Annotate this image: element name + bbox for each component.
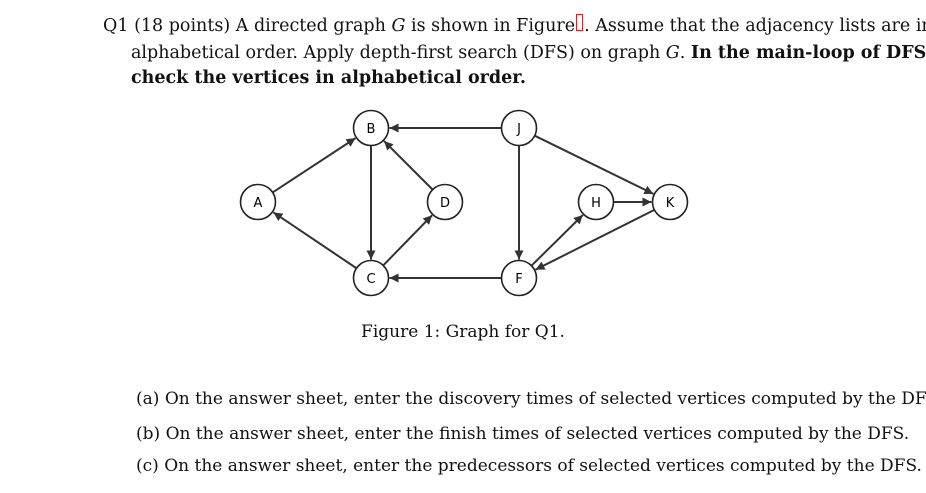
node-a: A [239, 183, 277, 221]
directed-graph-figure: A B C D F H J K [239, 109, 689, 297]
node-h: H [577, 183, 615, 221]
node-label: C [366, 272, 375, 287]
node-label: A [254, 196, 263, 211]
node-circle [651, 183, 689, 221]
node-label: K [666, 196, 675, 211]
node-f: F [500, 259, 538, 297]
node-b: B [352, 109, 390, 147]
node-label: H [591, 196, 601, 211]
node-label: F [515, 272, 522, 287]
question-line-1: Q1 (18 points) A directed graph G is sho… [103, 13, 926, 40]
part-c-text: On the answer sheet, enter the predecess… [164, 456, 922, 476]
node-c: C [352, 259, 390, 297]
question-line-2: alphabetical order. Apply depth-first se… [131, 40, 926, 67]
part-c: (c) On the answer sheet, enter the prede… [136, 456, 922, 476]
figure-caption: Figure 1: Graph for Q1. [361, 322, 565, 342]
part-b-text: On the answer sheet, enter the finish ti… [165, 424, 910, 444]
edge-c-to-a [272, 211, 358, 270]
node-label: D [440, 196, 450, 211]
part-b: (b) On the answer sheet, enter the finis… [136, 424, 909, 444]
edge-k-to-f [535, 208, 655, 271]
node-j: J [500, 109, 538, 147]
question-points: (18 points) [134, 16, 231, 36]
graph-variable-2: G [665, 43, 680, 63]
question-text-1b: is shown in Figure [405, 16, 576, 36]
node-label: B [367, 122, 376, 137]
edge-d-to-b [383, 140, 434, 191]
part-a: (a) On the answer sheet, enter the disco… [136, 389, 926, 409]
question-number: Q1 [103, 16, 129, 36]
edge-c-to-d [382, 214, 433, 267]
question-emphasis-2: check the vertices in alphabetical order… [131, 68, 526, 88]
node-d: D [426, 183, 464, 221]
node-circle [352, 109, 390, 147]
node-circle [500, 259, 538, 297]
node-circle [426, 183, 464, 221]
node-circle [352, 259, 390, 297]
question-text-2a: alphabetical order. Apply depth-first se… [131, 43, 666, 63]
node-circle [577, 183, 615, 221]
edge-f-to-h [530, 214, 584, 267]
part-b-label: (b) [136, 424, 161, 444]
question-text-2b: . [679, 43, 691, 63]
node-label: J [516, 122, 521, 137]
part-a-text: On the answer sheet, enter the discovery… [164, 389, 926, 409]
edge-a-to-b [272, 137, 357, 194]
part-a-label: (a) [136, 389, 160, 409]
graph-variable: G [391, 16, 406, 36]
question-emphasis-1: In the main-loop of DFS, [690, 43, 926, 63]
figure-ref-link[interactable]: 1 [576, 14, 584, 31]
question-text-1a: A directed graph [235, 16, 392, 36]
edge-j-to-k [534, 134, 654, 195]
node-circle [500, 109, 538, 147]
question-text-1c: . Assume that the adjacency lists are in [584, 16, 926, 36]
node-circle [239, 183, 277, 221]
part-c-label: (c) [136, 456, 159, 476]
node-k: K [651, 183, 689, 221]
